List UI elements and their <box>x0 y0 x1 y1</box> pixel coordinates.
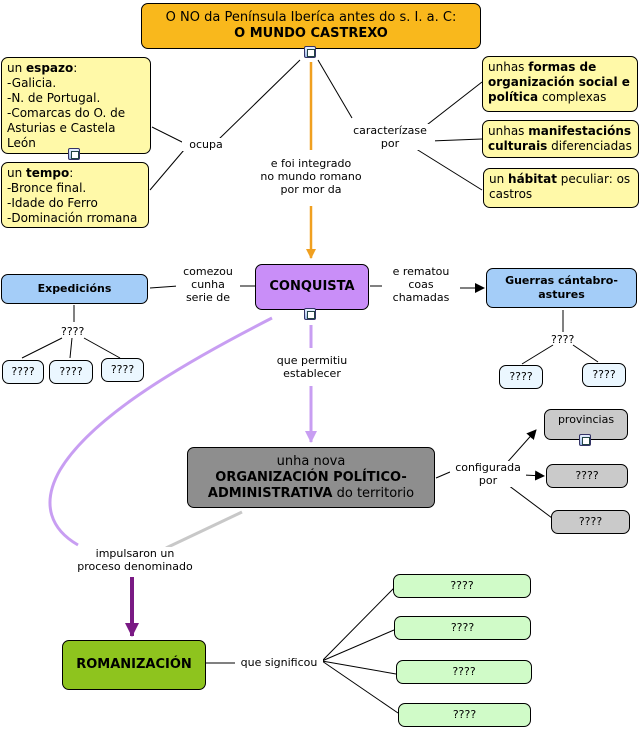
label-caracterizase: caracterízase por <box>345 124 435 150</box>
label-rematou: e rematou coas chamadas <box>382 265 460 304</box>
label-integrado: e foi integrado no mundo romano por mor … <box>250 157 372 196</box>
organizacion-node[interactable]: unha nova ORGANIZACIÓN POLÍTICO-ADMINIST… <box>187 447 435 508</box>
unknown-node[interactable]: ???? <box>2 360 44 384</box>
title-node[interactable]: O NO da Península Iberíca antes do s. I.… <box>141 3 481 49</box>
unknown-node[interactable]: ???? <box>551 510 630 534</box>
resource-icon[interactable] <box>579 434 591 446</box>
label-configurada: configurada por <box>450 461 526 487</box>
tempo-node[interactable]: un tempo: -Bronce final. -Idade do Ferro… <box>1 162 149 228</box>
expedicions-node[interactable]: Expedicións <box>1 274 148 304</box>
unknown-node[interactable]: ???? <box>393 574 531 598</box>
unknown-node[interactable]: ???? <box>394 616 531 640</box>
espazo-keyword: espazo <box>26 61 74 75</box>
label-impulsaron: impulsaron un proceso denominado <box>64 547 206 573</box>
espazo-item: -Comarcas do O. de Asturias e Castela Le… <box>7 106 126 150</box>
romanizacion-node[interactable]: ROMANIZACIÓN <box>62 640 206 690</box>
tempo-keyword: tempo <box>26 166 70 180</box>
resource-icon[interactable] <box>68 148 80 160</box>
label-unknown: ???? <box>61 325 85 338</box>
guerras-node[interactable]: Guerras cántabro-astures <box>486 268 637 308</box>
tempo-item: -Dominación rromana <box>7 211 138 225</box>
resource-icon[interactable] <box>304 308 316 320</box>
unknown-node[interactable]: ???? <box>101 358 144 382</box>
title-line2: O MUNDO CASTREXO <box>234 26 388 41</box>
unknown-node[interactable]: ???? <box>499 365 543 389</box>
label-comezou: comezou cunha serie de <box>176 265 240 304</box>
label-unknown: ???? <box>551 333 575 346</box>
label-ocupa: ocupa <box>182 138 230 151</box>
unknown-node[interactable]: ???? <box>396 660 532 684</box>
unknown-node[interactable]: ???? <box>546 464 628 488</box>
feature-node[interactable]: unhas manifestacións culturais diferenci… <box>482 120 639 158</box>
espazo-node[interactable]: un espazo: -Galicia. -N. de Portugal. -C… <box>1 57 151 154</box>
feature-node[interactable]: un hábitat peculiar: os castros <box>483 168 639 208</box>
tempo-item: -Bronce final. <box>7 181 87 195</box>
resource-icon[interactable] <box>304 46 316 58</box>
unknown-node[interactable]: ???? <box>582 363 626 387</box>
title-line1: O NO da Península Iberíca antes do s. I.… <box>165 10 457 25</box>
label-permitiu: que permitiu establecer <box>262 354 362 380</box>
espazo-item: -N. de Portugal. <box>7 91 101 105</box>
espazo-item: -Galicia. <box>7 76 57 90</box>
unknown-node[interactable]: ???? <box>398 703 531 727</box>
label-significou: que significou <box>235 656 323 669</box>
conquista-node[interactable]: CONQUISTA <box>255 264 369 310</box>
tempo-item: -Idade do Ferro <box>7 196 98 210</box>
unknown-node[interactable]: ???? <box>49 360 93 384</box>
feature-node[interactable]: unhas formas de organización social e po… <box>482 56 638 112</box>
